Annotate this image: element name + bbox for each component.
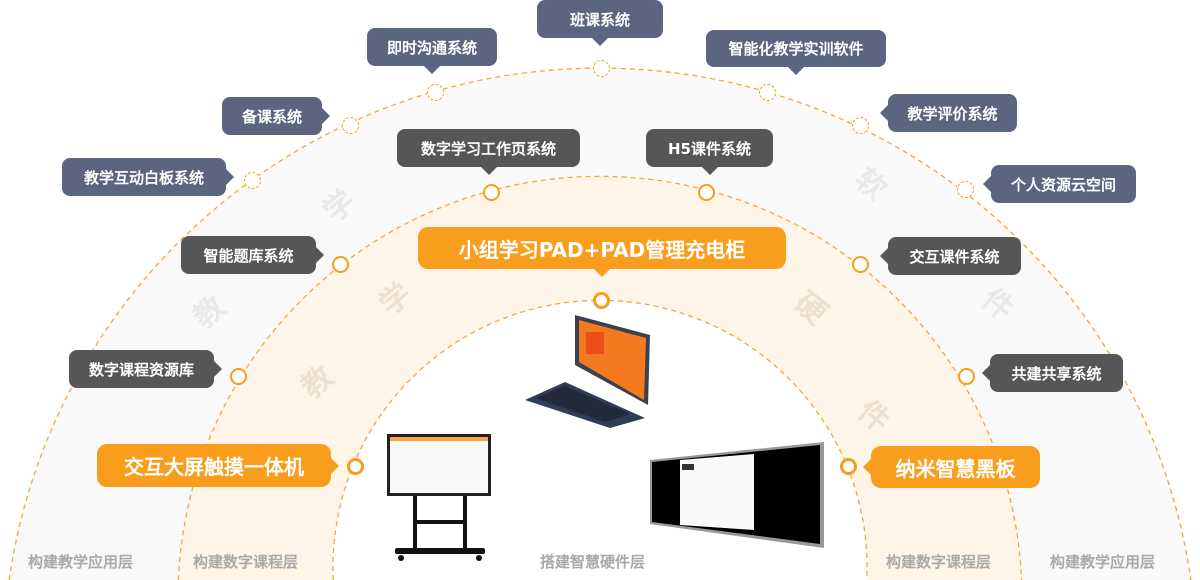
node-marker	[230, 368, 247, 385]
label-interactive-courseware: 交互课件系统	[880, 237, 1021, 275]
label-evaluation-system: 教学评价系统	[880, 94, 1017, 132]
layer-label-app-left: 构建教学应用层	[28, 553, 134, 571]
layer-label-course-left: 构建数字课程层	[193, 553, 299, 571]
label-im-system: 即时沟通系统	[367, 28, 497, 74]
label-class-system: 班课系统	[537, 0, 663, 46]
node-marker	[840, 458, 857, 475]
label-whiteboard-system: 教学互动白板系统	[62, 158, 234, 196]
label-pad-cabinet: 小组学习PAD+PAD管理充电柜	[418, 227, 786, 277]
node-marker	[593, 292, 610, 309]
label-training-software: 智能化教学实训软件	[706, 30, 886, 75]
node-marker	[593, 60, 610, 77]
node-marker	[852, 117, 869, 134]
node-marker	[427, 84, 444, 101]
node-marker	[332, 256, 349, 273]
label-smart-blackboard: 纳米智慧黑板	[863, 446, 1040, 488]
label-cloud-space: 个人资源云空间	[983, 165, 1136, 203]
node-marker	[957, 181, 974, 198]
label-worksheet-system: 数字学习工作页系统	[397, 129, 580, 175]
label-resource-library: 数字课程资源库	[69, 350, 222, 388]
layer-label-app-right: 构建教学应用层	[1050, 553, 1156, 571]
label-sharing-system: 共建共享系统	[982, 354, 1123, 392]
node-marker	[852, 256, 869, 273]
node-marker	[698, 184, 715, 201]
node-marker	[244, 172, 261, 189]
node-marker	[958, 368, 975, 385]
node-marker	[759, 84, 776, 101]
smart-blackboard-image	[650, 442, 824, 548]
touch-screen-image	[387, 434, 491, 561]
label-question-bank: 智能题库系统	[181, 236, 324, 274]
label-touch-screen: 交互大屏触摸一体机	[97, 444, 339, 487]
layer-label-hardware: 搭建智慧硬件层	[540, 553, 646, 571]
label-h5-system: H5课件系统	[646, 129, 773, 175]
layer-label-course-right: 构建数字课程层	[886, 553, 992, 571]
label-prep-system: 备课系统	[222, 97, 330, 135]
node-marker	[342, 117, 359, 134]
outer-ring-outline	[8, 67, 1192, 580]
node-marker	[483, 184, 500, 201]
tablet-keyboard-image	[525, 315, 650, 428]
node-marker	[347, 458, 364, 475]
